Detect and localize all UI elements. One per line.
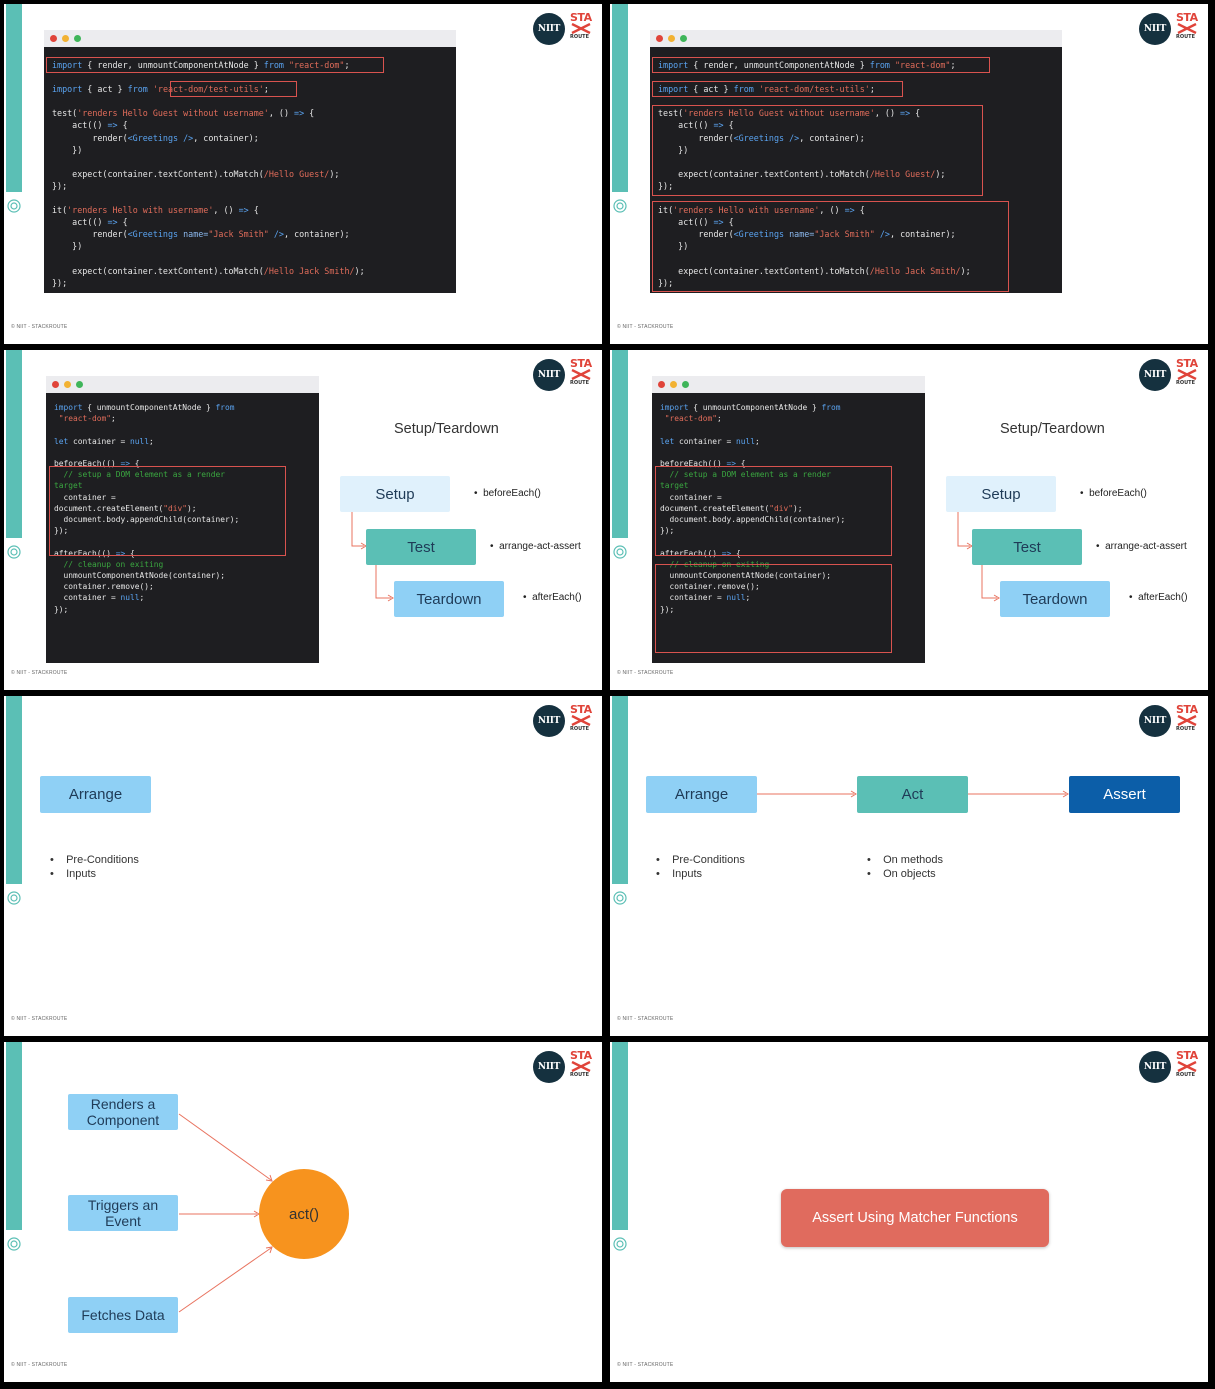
niit-logo: NIIT xyxy=(533,13,565,45)
act-bullet: • On methods xyxy=(867,854,943,866)
act-box: Act xyxy=(857,776,968,813)
niit-logo: NIIT xyxy=(533,705,565,737)
slide-3: NIIT STA ROUTE import { unmountComponent… xyxy=(4,350,602,690)
arrange-bullet: • Pre-Conditions xyxy=(656,854,745,866)
stackroute-logo: STA ROUTE xyxy=(1176,1049,1198,1078)
stackroute-logo: STA ROUTE xyxy=(1176,703,1198,732)
code-window xyxy=(650,47,1062,293)
code-window-bar xyxy=(652,376,925,393)
slide-2: NIIT STA ROUTE import { render, unmountC… xyxy=(610,4,1208,344)
arrange-box: Arrange xyxy=(40,776,151,813)
target-icon xyxy=(7,545,21,559)
setup-note: • beforeEach() xyxy=(1080,488,1147,499)
highlight-import-render xyxy=(46,57,384,73)
test-box: Test xyxy=(366,529,476,565)
setup-box: Setup xyxy=(946,476,1056,512)
footer: © NIIT - STACKROUTE xyxy=(11,1362,68,1368)
code-block: import { unmountComponentAtNode } from "… xyxy=(54,403,240,614)
accent-bar xyxy=(6,1042,22,1230)
footer: © NIIT - STACKROUTE xyxy=(617,1016,674,1022)
target-icon xyxy=(7,891,21,905)
act-bullet: • On objects xyxy=(867,868,936,880)
section-heading: Setup/Teardown xyxy=(394,421,499,437)
setup-box: Setup xyxy=(340,476,450,512)
target-icon xyxy=(613,1237,627,1251)
accent-bar xyxy=(6,696,22,884)
highlight-test-utils xyxy=(170,81,297,97)
accent-bar xyxy=(612,696,628,884)
footer: © NIIT - STACKROUTE xyxy=(617,1362,674,1368)
stackroute-logo: STA ROUTE xyxy=(1176,11,1198,40)
renders-component-box: Renders a Component xyxy=(68,1094,178,1130)
code-window-bar xyxy=(44,30,456,47)
code-block: import { render, unmountComponentAtNode … xyxy=(52,60,365,288)
slide-6: NIIT STA ROUTE Arrange Act Assert • Pre-… xyxy=(610,696,1208,1036)
target-icon xyxy=(613,545,627,559)
accent-bar xyxy=(612,1042,628,1230)
fetches-data-box: Fetches Data xyxy=(68,1297,178,1333)
accent-bar xyxy=(612,350,628,538)
act-circle: act() xyxy=(259,1169,349,1259)
slide-7: NIIT STA ROUTE Renders a Component Trigg… xyxy=(4,1042,602,1382)
arrange-box: Arrange xyxy=(646,776,757,813)
footer: © NIIT - STACKROUTE xyxy=(11,324,68,330)
highlight-aftereach xyxy=(655,564,892,653)
target-icon xyxy=(7,199,21,213)
arrange-bullet: • Inputs xyxy=(656,868,703,880)
highlight-import-act xyxy=(652,81,903,97)
slide-5: NIIT STA ROUTE Arrange • Pre-Conditions … xyxy=(4,696,602,1036)
code-window xyxy=(652,393,925,663)
niit-logo: NIIT xyxy=(533,1051,565,1083)
footer: © NIIT - STACKROUTE xyxy=(11,670,68,676)
triggers-event-box: Triggers an Event xyxy=(68,1195,178,1231)
code-window-bar xyxy=(650,30,1062,47)
slide-4: NIIT STA ROUTE import { unmountComponent… xyxy=(610,350,1208,690)
code-window xyxy=(46,393,319,663)
test-box: Test xyxy=(972,529,1082,565)
arrange-bullet: • Pre-Conditions xyxy=(50,854,139,866)
stackroute-logo: STA ROUTE xyxy=(570,357,592,386)
slide-1: NIIT STA ROUTE import { render, unmountC… xyxy=(4,4,602,344)
accent-bar xyxy=(6,4,22,192)
flow-arrows xyxy=(757,790,1069,798)
accent-bar xyxy=(612,4,628,192)
stackroute-logo: STA ROUTE xyxy=(570,11,592,40)
accent-bar xyxy=(6,350,22,538)
highlight-beforeeach xyxy=(655,466,892,556)
highlight-it-block xyxy=(652,201,1009,292)
teardown-box: Teardown xyxy=(1000,581,1110,617)
niit-logo: NIIT xyxy=(1139,705,1171,737)
stackroute-logo: STA ROUTE xyxy=(1176,357,1198,386)
footer: © NIIT - STACKROUTE xyxy=(11,1016,68,1022)
assert-box: Assert xyxy=(1069,776,1180,813)
footer: © NIIT - STACKROUTE xyxy=(617,670,674,676)
target-icon xyxy=(7,1237,21,1251)
test-note: • arrange-act-assert xyxy=(1096,541,1187,552)
code-block: import { render, unmountComponentAtNode … xyxy=(658,60,971,288)
highlight-test-block xyxy=(652,105,983,196)
stackroute-logo: STA ROUTE xyxy=(570,703,592,732)
section-heading: Setup/Teardown xyxy=(1000,421,1105,437)
target-icon xyxy=(613,891,627,905)
highlight-import-render xyxy=(652,57,990,73)
niit-logo: NIIT xyxy=(1139,359,1171,391)
code-window xyxy=(44,47,456,293)
teardown-box: Teardown xyxy=(394,581,504,617)
arrange-bullet: • Inputs xyxy=(50,868,97,880)
highlight-beforeeach xyxy=(49,466,286,556)
stackroute-logo: STA ROUTE xyxy=(570,1049,592,1078)
target-icon xyxy=(613,199,627,213)
niit-logo: NIIT xyxy=(533,359,565,391)
niit-logo: NIIT xyxy=(1139,13,1171,45)
slide-8: NIIT STA ROUTE Assert Using Matcher Func… xyxy=(610,1042,1208,1382)
code-window-bar xyxy=(46,376,319,393)
setup-note: • beforeEach() xyxy=(474,488,541,499)
teardown-note: • afterEach() xyxy=(1129,592,1188,603)
footer: © NIIT - STACKROUTE xyxy=(617,324,674,330)
assert-matcher-box: Assert Using Matcher Functions xyxy=(781,1189,1049,1247)
teardown-note: • afterEach() xyxy=(523,592,582,603)
test-note: • arrange-act-assert xyxy=(490,541,581,552)
niit-logo: NIIT xyxy=(1139,1051,1171,1083)
